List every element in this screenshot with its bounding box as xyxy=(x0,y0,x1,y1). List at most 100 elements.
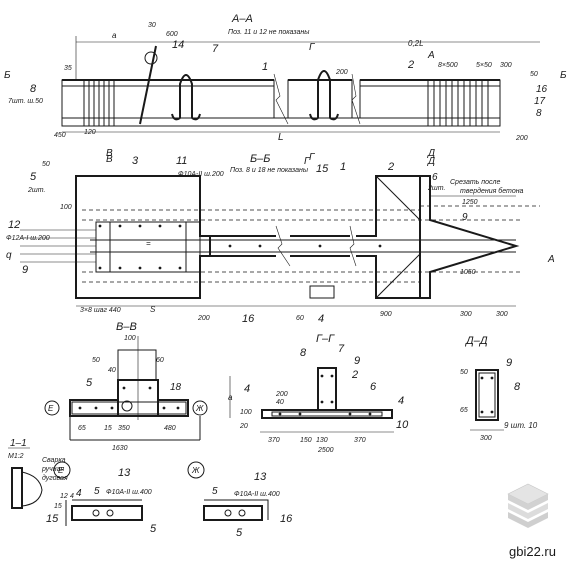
dim-l: L xyxy=(278,132,284,143)
callout-12-bb: 12 xyxy=(8,219,20,231)
callout-9-bb-left: 9 xyxy=(22,264,28,276)
dim-15-e: 15 xyxy=(54,503,62,510)
stirrups-right xyxy=(427,80,489,126)
callout-8-aa-right: 8 xyxy=(536,108,542,119)
callout-9-gg: 9 xyxy=(354,355,360,367)
callout-5-vv: 5 xyxy=(86,377,93,389)
dim-370-gg: 370 xyxy=(268,437,280,444)
callout-5-bb: 5 xyxy=(30,171,37,183)
dim-130-gg: 130 xyxy=(316,437,328,444)
dim-150-gg: 150 xyxy=(300,437,312,444)
callout-8-aa: 8 xyxy=(30,83,37,95)
dim-1250: 1250 xyxy=(462,199,478,206)
callout-5-e-bot: 5 xyxy=(150,523,157,535)
callout-2-gg: 2 xyxy=(351,369,358,381)
section-1-1: 1–1 М1:2 Сварка ручная дуговая xyxy=(8,438,68,509)
mark-a-aa: А xyxy=(427,50,435,61)
dim-20-gg: 20 xyxy=(239,423,248,430)
callout-8-gg: 8 xyxy=(300,347,307,359)
detail-e: Е 13 Ф10А-II ш.400 4 5 5 15 12 4 15 xyxy=(46,461,157,535)
dim-35: 35 xyxy=(64,65,72,72)
callout-5-zh-top: 5 xyxy=(212,486,218,497)
dim-60-bb: 60 xyxy=(296,315,304,322)
callout-8-dd: 8 xyxy=(514,381,521,393)
fi-10-bb: Ф10А-II ш.200 xyxy=(178,171,224,178)
callout-16-bb: 16 xyxy=(242,313,255,325)
callout-6-bb: 6 xyxy=(432,172,438,183)
mark-b-left: Б xyxy=(4,70,11,81)
dim-50-aa: 50 xyxy=(530,71,538,78)
section-b-b-note: Поз. 8 и 18 не показаны xyxy=(230,167,309,174)
callout-16-zh: 16 xyxy=(280,513,293,525)
weld-note-2: ручная xyxy=(41,466,65,473)
mark-g-aa-bot: Г xyxy=(309,152,316,163)
callout-7-aa: 7 xyxy=(212,43,219,55)
callout-15-e: 15 xyxy=(46,513,59,525)
dim-200-aa: 200 xyxy=(515,135,528,142)
callout-17-aa: 17 xyxy=(534,96,546,107)
dim-900-bb: 900 xyxy=(380,311,392,318)
dim-a-gg: a xyxy=(228,393,233,402)
callout-7-gg: 7 xyxy=(338,343,345,355)
sht-9-dd: 9 шт. 10 xyxy=(504,421,538,430)
dim-15-vv: 15 xyxy=(104,425,112,432)
watermark-logo: gbi22.ru xyxy=(507,483,556,559)
dim-120: 120 xyxy=(84,129,96,136)
cut-note-1: Срезать после xyxy=(450,179,500,186)
callout-10-gg: 10 xyxy=(396,419,409,431)
dim-40-gg: 40 xyxy=(276,399,284,406)
dim-480-vv: 480 xyxy=(164,425,176,432)
section-b-b: Б–Б Поз. 8 и 18 не показаны xyxy=(6,153,555,325)
dim-02l: 0,2L xyxy=(408,39,424,48)
callout-6-gg: 6 xyxy=(370,381,377,393)
dim-4-e: 4 xyxy=(70,493,74,500)
callout-4-gg-right: 4 xyxy=(398,395,404,407)
dim-370-gg-r: 370 xyxy=(354,437,366,444)
callout-13-e: 13 xyxy=(118,467,131,479)
mark-g-aa: Г xyxy=(309,42,316,53)
dim-8x500: 8×500 xyxy=(438,62,458,69)
sht-2-left: 2шт. xyxy=(27,187,45,194)
section-d-d: Д–Д 9 8 9 шт. 10 50 65 300 xyxy=(460,335,538,442)
dim-60-vv: 60 xyxy=(156,357,164,364)
callout-9-bb: 9 xyxy=(462,212,468,223)
mark-v-aa: В xyxy=(106,148,113,159)
mark-a-bb: А xyxy=(547,254,555,265)
callout-14-aa: 14 xyxy=(172,39,184,51)
callout-4-bb: 4 xyxy=(318,313,324,325)
dim-800-bb: 300 xyxy=(460,311,472,318)
dim-50-bb: 50 xyxy=(42,161,50,168)
mark-zh-vv: Ж xyxy=(195,404,204,413)
mark-d-bb: Д xyxy=(427,156,435,167)
dim-200-bb: 200 xyxy=(197,315,210,322)
mark-e-vv: Е xyxy=(48,404,54,413)
dim-450: 450 xyxy=(54,132,66,139)
dim-350-vv: 350 xyxy=(118,425,130,432)
mark-v-bb: В xyxy=(106,154,113,165)
dim-200-gg: 200 xyxy=(275,391,288,398)
dim-65-dd: 65 xyxy=(460,407,468,414)
callout-16-aa: 16 xyxy=(536,84,548,95)
dim-7sht: 7шт. ш.50 xyxy=(8,98,43,105)
callout-1-aa: 1 xyxy=(262,61,268,73)
dim-200-loop: 200 xyxy=(335,69,348,76)
lifting-loop-right xyxy=(309,70,339,121)
dim-65: 65 xyxy=(78,425,86,432)
dim-2500: 2500 xyxy=(317,447,334,454)
dim-300-dd: 300 xyxy=(480,435,492,442)
mark-d-aa: Д xyxy=(427,148,435,159)
fi-10-e: Ф10А-II ш.400 xyxy=(106,489,152,496)
dim-50-vv: 50 xyxy=(92,357,100,364)
section-g-g: Г–Г 8 7 9 2 6 4 4 10 a 200 40 100 20 370… xyxy=(228,333,409,454)
callout-2-aa: 2 xyxy=(407,59,414,71)
callout-5-e-top: 5 xyxy=(94,486,100,497)
fi-12-label: Ф12А-I ш.200 xyxy=(6,235,50,242)
detail-e-mark: Е xyxy=(58,466,64,475)
mark-g-bb: Г xyxy=(304,156,311,167)
dim-1630: 1630 xyxy=(112,445,128,452)
section-1-1-title: 1–1 xyxy=(10,438,27,449)
callout-5-zh-bot: 5 xyxy=(236,527,243,539)
stirrups-left xyxy=(83,80,115,126)
section-a-a-title: А–А xyxy=(231,13,253,25)
